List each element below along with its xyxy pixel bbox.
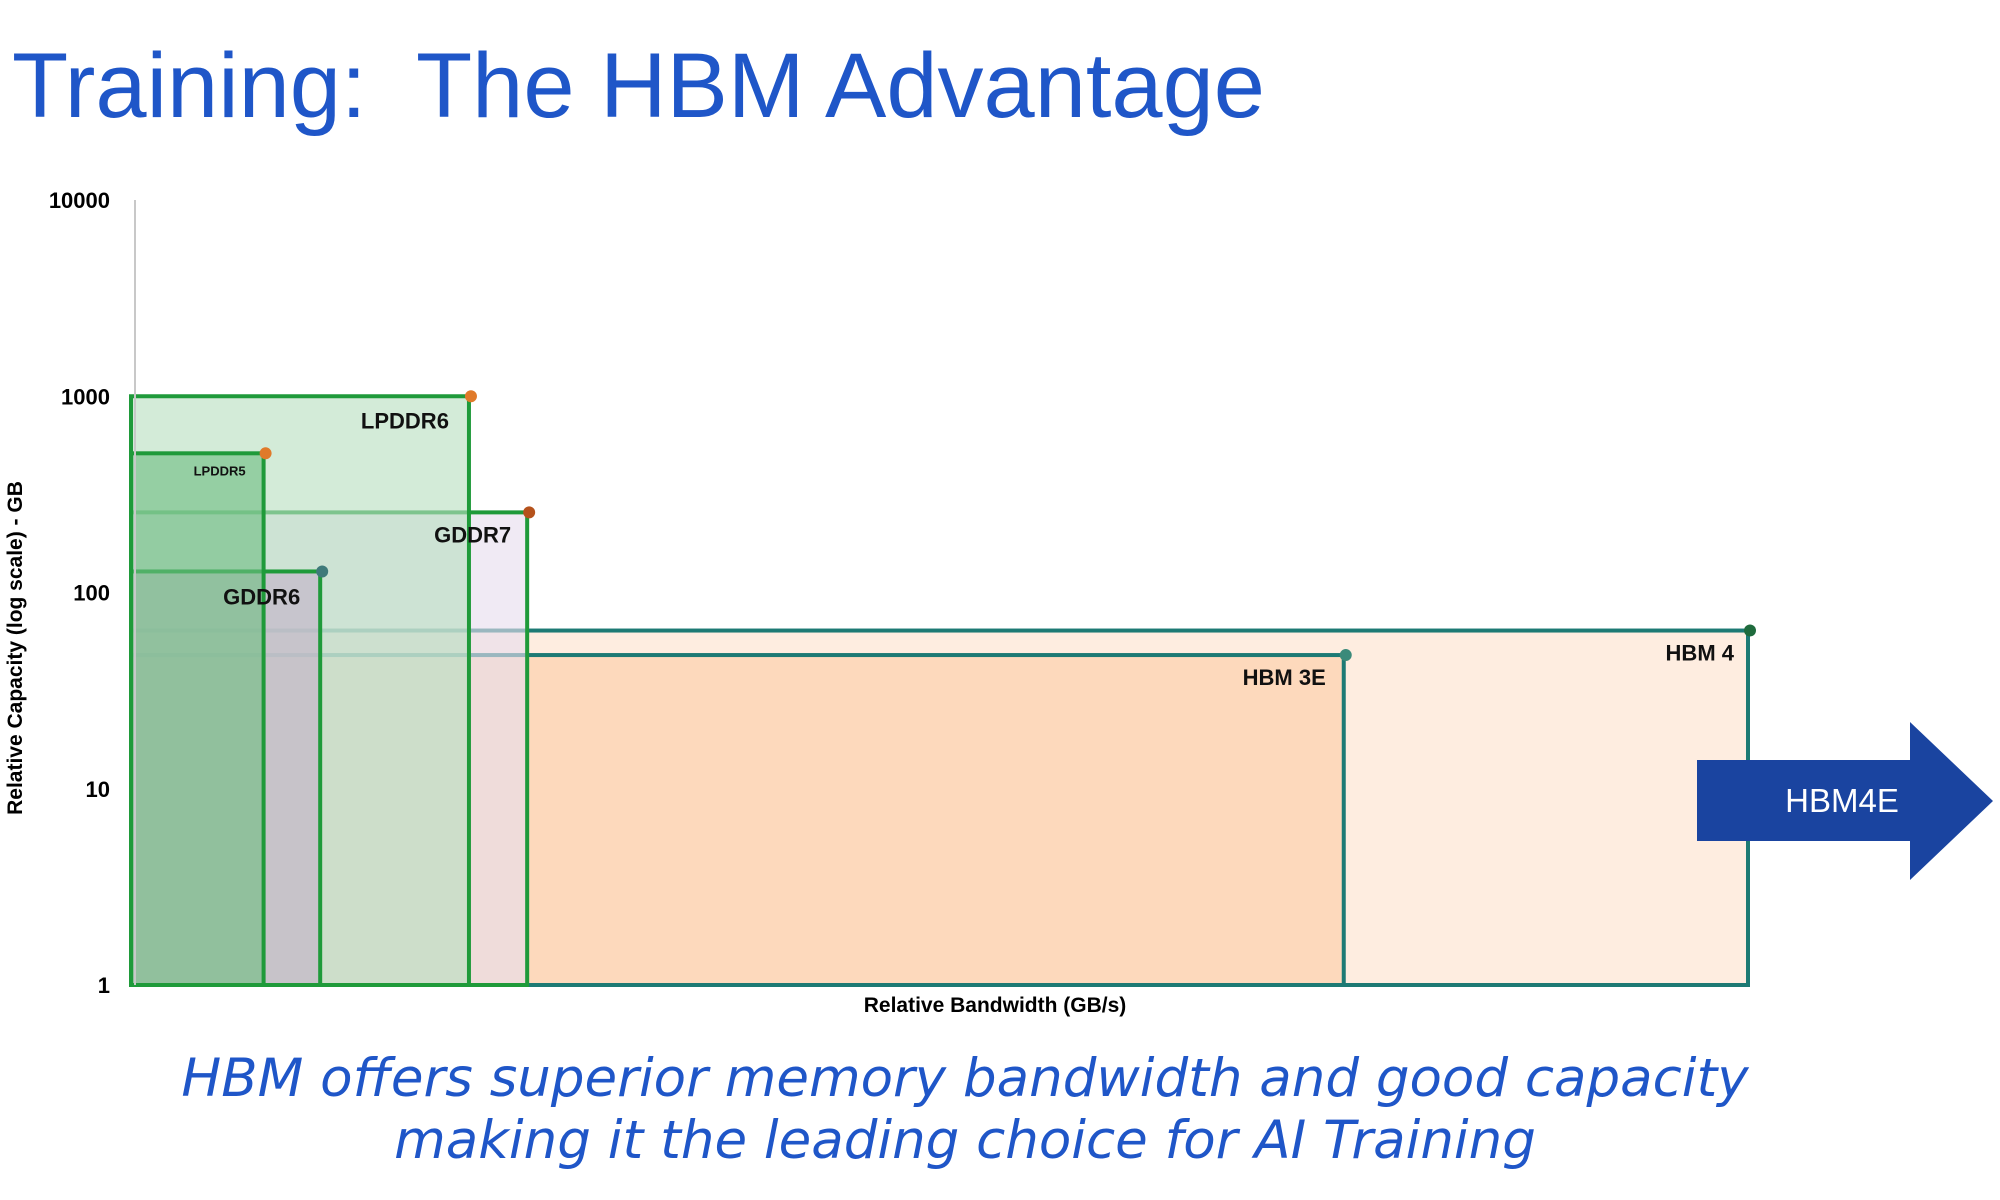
- caption-line-1: HBM offers superior memory bandwidth and…: [181, 1048, 1749, 1109]
- label-lpddr6: LPDDR6: [361, 408, 449, 433]
- x-axis-label: Relative Bandwidth (GB/s): [864, 994, 1127, 1017]
- point-gddr7: [523, 506, 536, 519]
- hbm4e-arrow: HBM4E: [1697, 722, 1993, 880]
- hbm4e-arrow-label: HBM4E: [1785, 782, 1899, 819]
- label-hbm-4: HBM 4: [1666, 641, 1735, 666]
- series-endpoints: [259, 390, 1756, 662]
- caption-line-2: making it the leading choice for AI Trai…: [394, 1110, 1536, 1171]
- slide-title: Training: The HBM Advantage: [12, 35, 1265, 137]
- label-hbm-3e: HBM 3E: [1243, 665, 1326, 690]
- label-gddr7: GDDR7: [434, 522, 511, 547]
- y-tick-labels: 1 10 100 1000 10000: [49, 188, 110, 998]
- point-lpddr6: [464, 390, 477, 403]
- y-tick-1000: 1000: [61, 384, 110, 409]
- y-tick-10: 10: [86, 777, 110, 802]
- hbm4e-arrow-shape: [1697, 722, 1993, 880]
- y-tick-10000: 10000: [49, 188, 110, 213]
- point-hbm-4: [1744, 624, 1756, 637]
- area-lpddr5: [129, 451, 266, 987]
- label-lpddr5: LPDDR5: [194, 463, 246, 478]
- series-areas: [129, 394, 1750, 988]
- slide-caption: HBM offers superior memory bandwidth and…: [0, 1048, 1930, 1172]
- point-gddr6: [316, 565, 329, 578]
- y-axis-label: Relative Capacity (log scale) - GB: [4, 481, 27, 815]
- point-lpddr5: [259, 447, 272, 460]
- point-hbm-3e: [1339, 649, 1352, 662]
- y-tick-100: 100: [73, 581, 110, 606]
- y-tick-1: 1: [98, 973, 110, 998]
- label-gddr6: GDDR6: [223, 584, 300, 609]
- capacity-bandwidth-chart: 1 10 100 1000 10000 HBM 4 HBM 3E GDDR7 LPDDR6GD…: [4, 188, 1993, 1017]
